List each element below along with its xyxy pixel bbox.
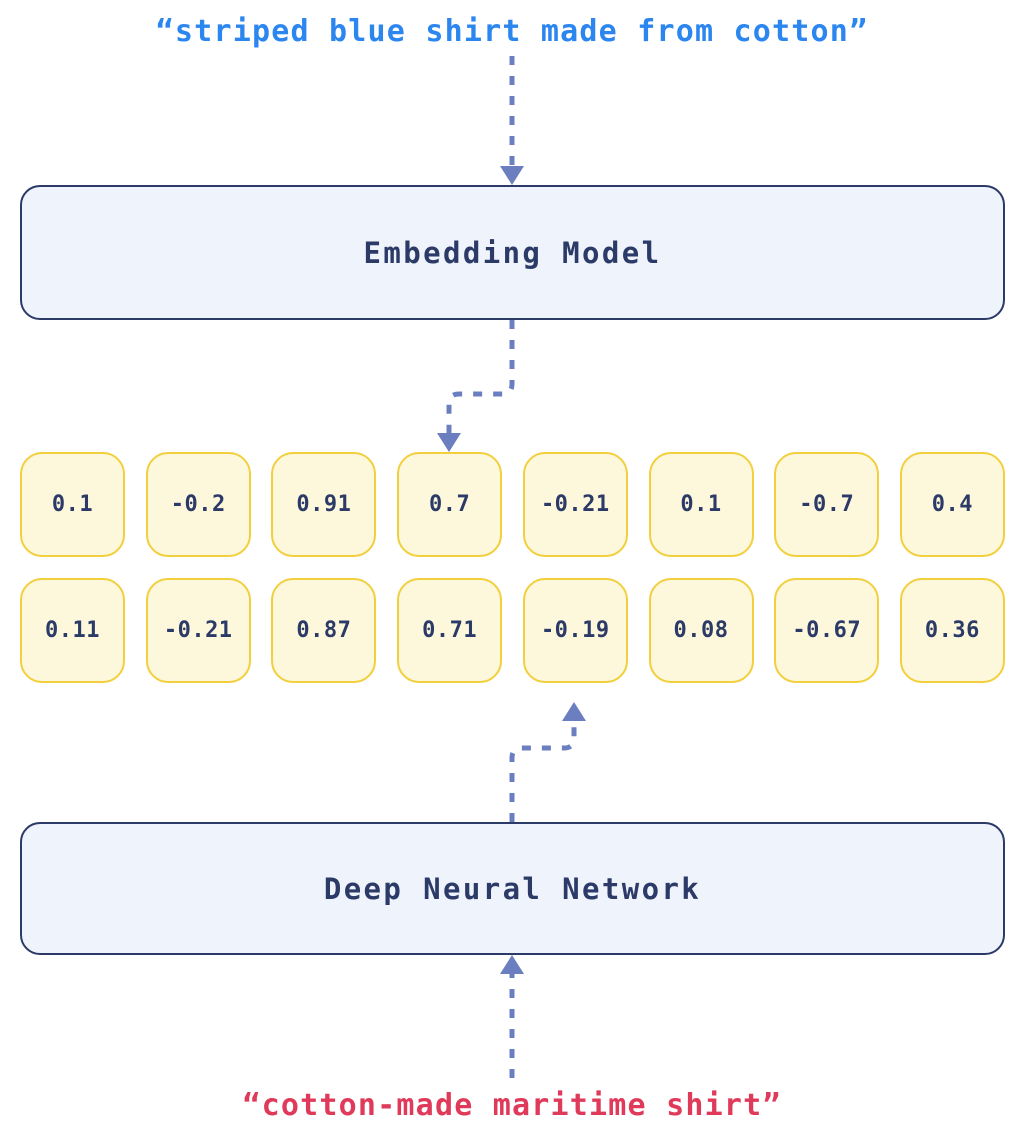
vector-cell: -0.2 [145, 452, 251, 557]
vector-cell: 0.87 [271, 578, 377, 683]
vector-cell: -0.19 [522, 578, 628, 683]
embedding-to-vector-arrow-icon [437, 320, 515, 452]
vector-cell: 0.1 [20, 452, 125, 557]
embedding-model-label: Embedding Model [363, 235, 662, 270]
embedding-model-box[interactable]: Embedding Model [20, 185, 1005, 320]
vector-to-dnn-arrow-icon [509, 702, 586, 822]
vector-cell: -0.21 [522, 452, 628, 557]
deep-neural-network-label: Deep Neural Network [323, 871, 702, 906]
bottom-query-text: “cotton-made maritime shirt” [242, 1088, 782, 1123]
vector-cell: 0.11 [20, 578, 125, 683]
deep-neural-network-box[interactable]: Deep Neural Network [20, 822, 1005, 955]
vector-row-bottom: 0.11 -0.21 0.87 0.71 -0.19 0.08 -0.67 0.… [20, 578, 1005, 683]
vector-row-top: 0.1 -0.2 0.91 0.7 -0.21 0.1 -0.7 0.4 [20, 452, 1005, 557]
vector-cell: 0.08 [648, 578, 754, 683]
vector-cell: 0.1 [648, 452, 754, 557]
vector-cell: 0.7 [397, 452, 503, 557]
bottom-query-arrow-icon [500, 955, 524, 1078]
top-query-arrow-icon [500, 56, 524, 185]
vector-cell: 0.36 [899, 578, 1005, 683]
vector-cell: 0.91 [271, 452, 377, 557]
vector-cell: -0.7 [774, 452, 880, 557]
vector-cell: 0.71 [397, 578, 503, 683]
vector-cell: 0.4 [899, 452, 1005, 557]
vector-cell: -0.67 [774, 578, 880, 683]
top-query-text: “striped blue shirt made from cotton” [155, 14, 869, 49]
vector-cell: -0.21 [145, 578, 251, 683]
